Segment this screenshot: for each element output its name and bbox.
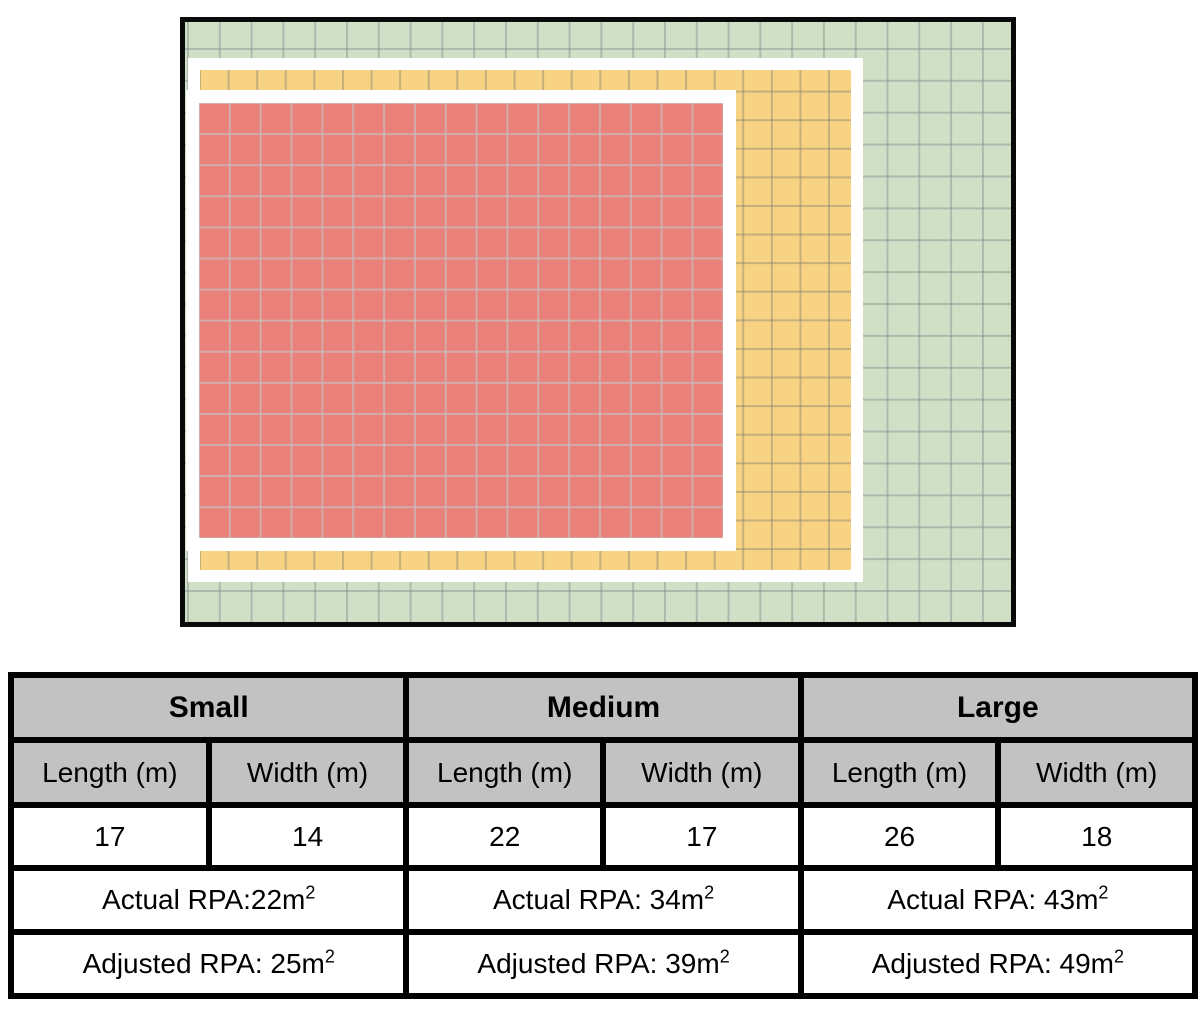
actual-rpa-small: Actual RPA:22m2 <box>7 865 410 935</box>
adjusted-rpa-row: Adjusted RPA: 25m2 Adjusted RPA: 39m2 Ad… <box>7 929 1199 999</box>
width-header-small: Width (m) <box>205 737 410 808</box>
play-area-diagram <box>180 17 1016 627</box>
length-value-large: 26 <box>797 802 1002 871</box>
superscript-2: 2 <box>1113 946 1124 967</box>
width-value-small: 14 <box>205 802 410 871</box>
size-header-small: Small <box>7 672 410 743</box>
small-area-rect <box>186 90 736 551</box>
adjusted-rpa-medium-text: Adjusted RPA: 39m <box>477 948 720 979</box>
size-header-row: Small Medium Large <box>7 672 1199 743</box>
rpa-comparison-table: Small Medium Large Length (m) Width (m) … <box>7 672 1199 999</box>
superscript-2: 2 <box>305 882 316 903</box>
length-header-medium: Length (m) <box>403 737 606 808</box>
actual-rpa-large-text: Actual RPA: 43m <box>887 884 1099 915</box>
size-header-large: Large <box>797 672 1199 743</box>
dimension-value-row: 17 14 22 17 26 18 <box>8 802 1198 871</box>
width-value-large: 18 <box>995 802 1198 871</box>
width-value-medium: 17 <box>599 802 804 871</box>
actual-rpa-row: Actual RPA:22m2 Actual RPA: 34m2 Actual … <box>7 865 1199 935</box>
actual-rpa-small-text: Actual RPA:22m <box>102 884 306 915</box>
adjusted-rpa-large-text: Adjusted RPA: 49m <box>871 948 1114 979</box>
adjusted-rpa-medium: Adjusted RPA: 39m2 <box>403 929 804 999</box>
dimension-header-row: Length (m) Width (m) Length (m) Width (m… <box>8 737 1198 808</box>
superscript-2: 2 <box>704 882 715 903</box>
length-header-large: Length (m) <box>797 737 1002 808</box>
adjusted-rpa-large: Adjusted RPA: 49m2 <box>797 929 1199 999</box>
actual-rpa-large: Actual RPA: 43m2 <box>797 865 1199 935</box>
actual-rpa-medium-text: Actual RPA: 34m <box>492 884 705 915</box>
superscript-2: 2 <box>324 946 335 967</box>
superscript-2: 2 <box>1098 882 1109 903</box>
size-header-medium: Medium <box>403 672 804 743</box>
superscript-2: 2 <box>719 946 730 967</box>
width-header-large: Width (m) <box>995 737 1198 808</box>
actual-rpa-medium: Actual RPA: 34m2 <box>403 865 804 935</box>
length-header-small: Length (m) <box>8 737 212 808</box>
width-header-medium: Width (m) <box>599 737 804 808</box>
adjusted-rpa-small-text: Adjusted RPA: 25m <box>82 948 325 979</box>
length-value-medium: 22 <box>403 802 606 871</box>
adjusted-rpa-small: Adjusted RPA: 25m2 <box>7 929 410 999</box>
length-value-small: 17 <box>8 802 212 871</box>
